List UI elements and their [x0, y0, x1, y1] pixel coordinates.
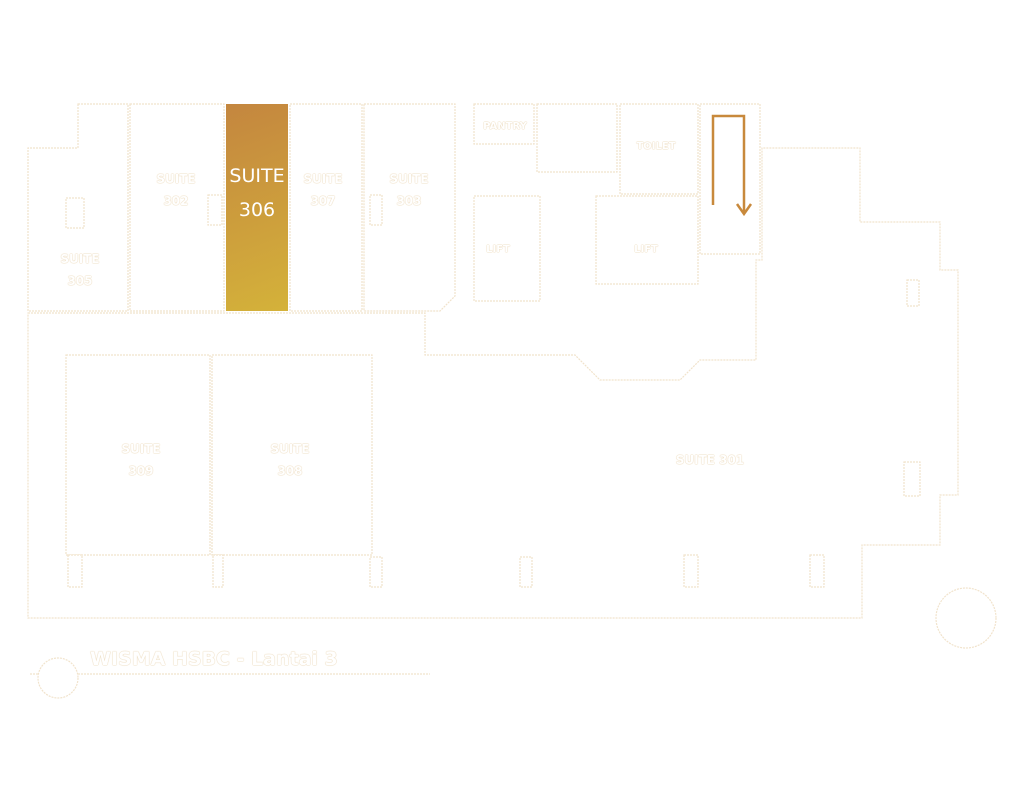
suite-307[interactable]: SUITE 307 [303, 172, 343, 208]
suite-302[interactable]: SUITE 302 [156, 172, 196, 208]
toilet-label: TOILET [636, 141, 676, 152]
suite-309[interactable]: SUITE 309 [121, 442, 161, 478]
lift-label: LIFT [486, 244, 510, 255]
floor-title: WISMA HSBC - Lantai 3 [90, 648, 338, 670]
suite-306-number: 306 [238, 199, 276, 221]
suite-305[interactable]: SUITE 305 [60, 252, 100, 288]
suite-306-label: SUITE [229, 165, 285, 187]
suite-301[interactable]: SUITE 301 [675, 453, 745, 467]
compass-icon [935, 587, 997, 649]
lift-label-2: LIFT [634, 244, 658, 255]
pantry-label: PANTRY [483, 121, 527, 132]
suite-306-highlight[interactable]: SUITE 306 [226, 104, 288, 311]
suite-303[interactable]: SUITE 303 [389, 172, 429, 208]
suite-308[interactable]: SUITE 308 [270, 442, 310, 478]
stair-arrow-icon [711, 114, 753, 217]
